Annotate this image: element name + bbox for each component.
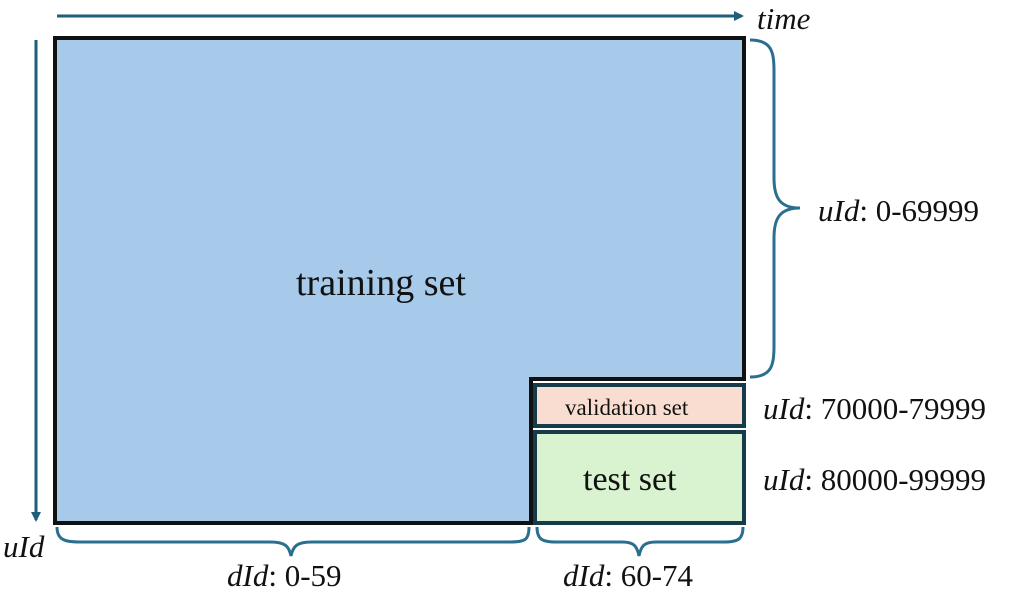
test-did-range: dId: 60-74 xyxy=(563,558,694,593)
uid-axis-label: uId xyxy=(3,529,45,564)
test-set-region xyxy=(533,430,746,525)
validation-set-label: validation set xyxy=(565,395,689,420)
test-set-label: test set xyxy=(583,461,677,498)
training-set-region xyxy=(53,36,746,525)
training-uid-range: uId: 0-69999 xyxy=(818,193,980,228)
training-did-range: dId: 0-59 xyxy=(227,558,342,593)
validation-uid-range: uId: 70000-79999 xyxy=(763,391,987,426)
test-did-brace xyxy=(535,526,745,557)
time-axis-label: time xyxy=(757,1,811,36)
training-set-label: training set xyxy=(296,262,466,304)
training-uid-brace xyxy=(749,38,801,379)
training-did-brace xyxy=(55,526,531,557)
validation-set-region xyxy=(533,383,746,428)
test-uid-range: uId: 80000-99999 xyxy=(763,462,987,497)
